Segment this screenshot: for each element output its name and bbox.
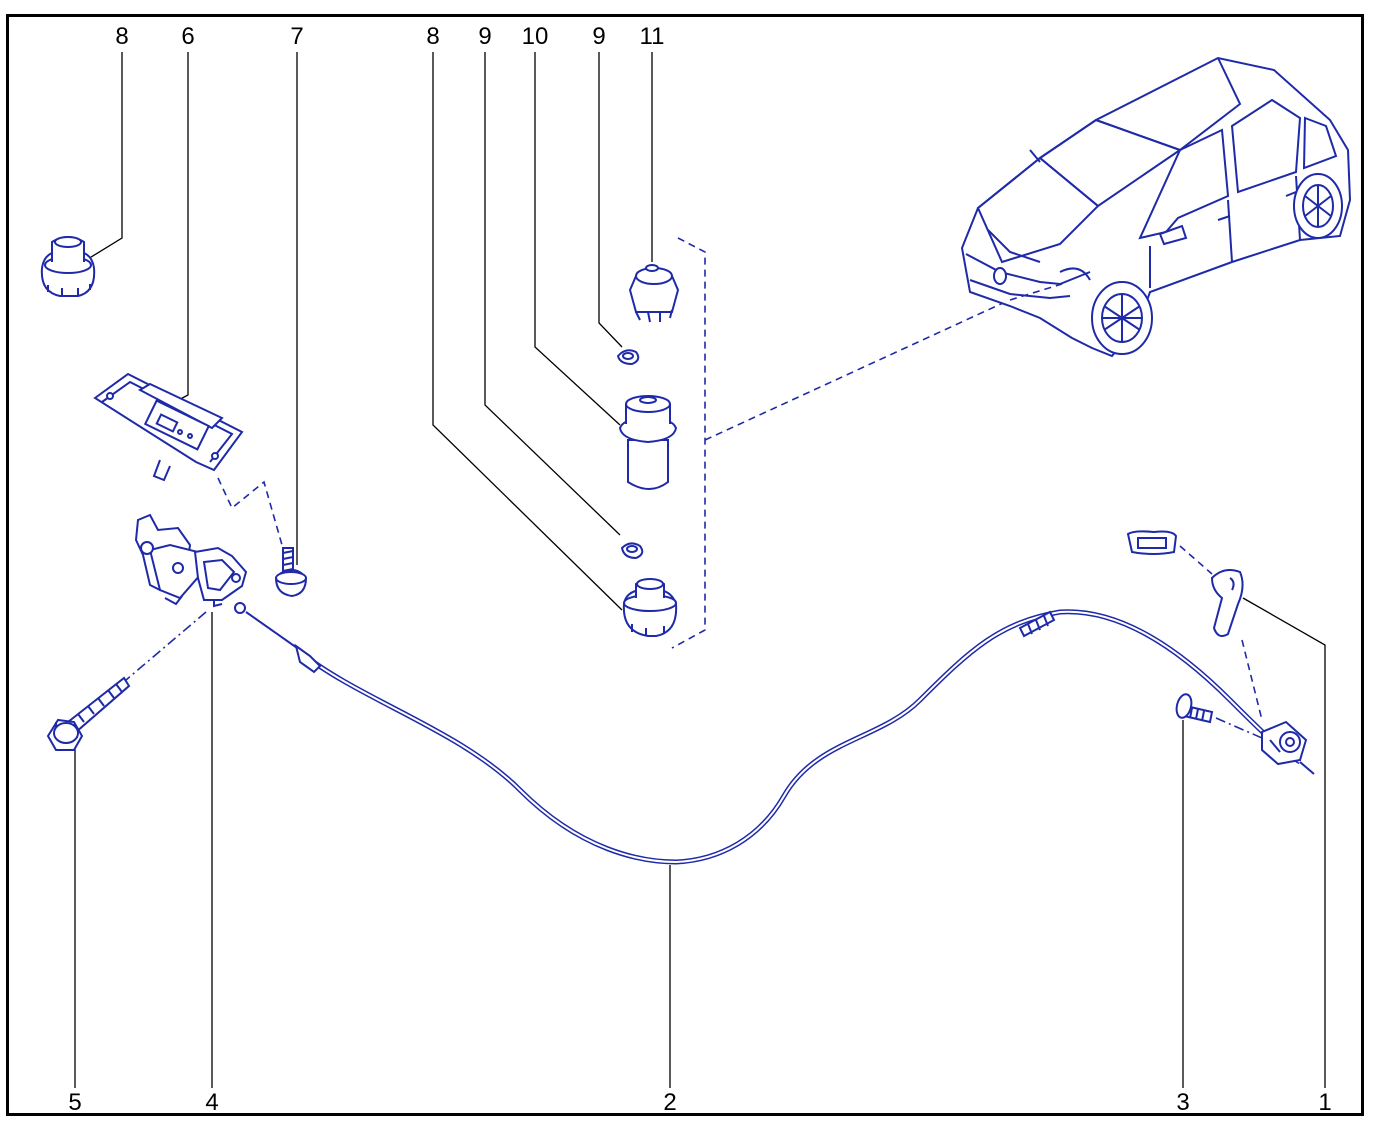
assembly-dashed-handle-mount	[1241, 639, 1263, 721]
screw-part-3	[1175, 693, 1214, 724]
leader-lines	[74, 52, 1326, 1088]
assembly-dashdot-lock-bolt	[125, 611, 207, 681]
release-handle-part-1	[1126, 530, 1244, 637]
label-part-8-stop: 8	[426, 23, 439, 50]
buffer-part-10	[618, 395, 678, 490]
label-part-6-lock-bracket: 6	[181, 23, 194, 50]
assembly-dashed-tag-handle	[1179, 545, 1213, 575]
release-cable-part-2	[234, 602, 1315, 865]
cap-part-11	[628, 264, 680, 323]
bonnet-lock-part-4	[134, 513, 248, 608]
label-part-8-bump-stop: 8	[115, 23, 128, 50]
assembly-dashed-to-car	[704, 285, 1041, 441]
bolt-part-5	[46, 676, 131, 751]
lock-bracket-part-6	[93, 372, 244, 482]
label-part-1-handle: 1	[1318, 1089, 1331, 1116]
label-part-11-cap: 11	[640, 23, 665, 50]
label-part-9-washer: 9	[478, 23, 491, 50]
washer-part-9-lower	[620, 542, 644, 560]
assembly-dashed-bracket-screw	[217, 477, 283, 546]
screw-part-7	[274, 547, 308, 598]
label-part-4-lock: 4	[205, 1089, 218, 1116]
car-illustration	[960, 56, 1352, 358]
bump-stop-part-8	[40, 236, 96, 297]
assembly-dashdot-screw-handle	[1215, 717, 1263, 739]
stop-part-8	[622, 578, 678, 637]
label-part-2-cable: 2	[663, 1089, 676, 1116]
assembly-dashed-stops-group	[671, 237, 706, 649]
washer-part-9-upper	[616, 349, 640, 366]
label-part-5-bolt: 5	[68, 1089, 81, 1116]
label-part-3-screw: 3	[1176, 1089, 1189, 1116]
handle-mount-bracket	[1261, 720, 1308, 766]
label-part-10-buffer: 10	[522, 23, 549, 50]
label-part-7-screw: 7	[290, 23, 303, 50]
label-part-9-washer-2: 9	[592, 23, 605, 50]
